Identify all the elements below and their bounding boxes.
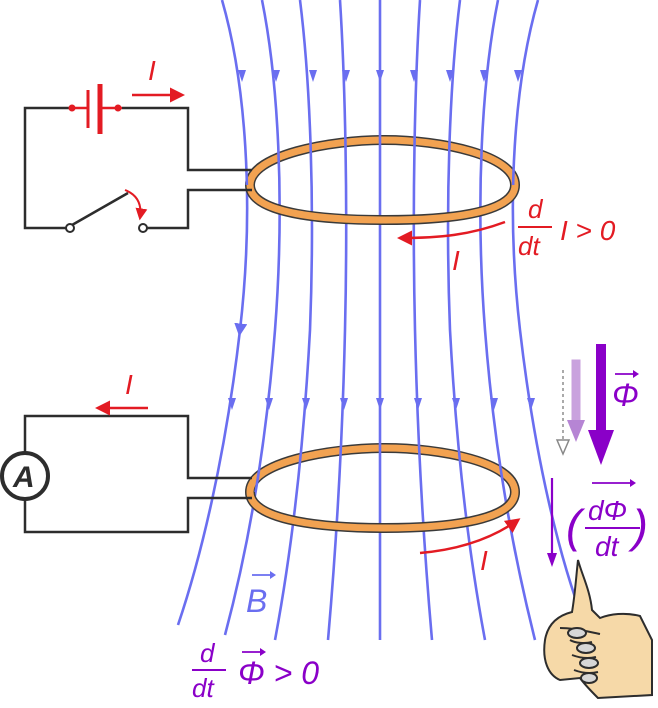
upper-coil-back (245, 134, 520, 186)
field-line-6 (412, 0, 434, 641)
field-line-8 (479, 0, 537, 641)
field-line-7 (446, 0, 487, 641)
field-vector-letter: B (246, 583, 267, 619)
switch-icon (65, 189, 148, 233)
battery-icon (68, 84, 122, 134)
bottom-rate-rest: Φ > 0 (238, 655, 319, 691)
flux-rate-label: ( ) dΦ dt (547, 478, 648, 567)
flux-rate-open-paren: ( (566, 500, 586, 552)
bottom-rate-den: dt (192, 673, 215, 703)
ammeter-icon: A (0, 451, 50, 501)
primary-rate-num: d (528, 194, 544, 224)
primary-coil-current-arrow (397, 220, 506, 246)
field-line-2 (223, 0, 281, 636)
field-lines (176, 0, 587, 641)
flux-rate-den: dt (595, 531, 620, 562)
upper-coil-front-fill (246, 184, 519, 224)
field-vector-label: B (246, 571, 276, 619)
field-line-9 (511, 0, 587, 626)
primary-rate-den: dt (518, 231, 541, 261)
field-line-1 (176, 0, 249, 626)
field-arrowheads (228, 70, 535, 410)
flux-rate-close-paren: ) (628, 500, 648, 552)
secondary-coil-current-label: I (480, 545, 488, 576)
secondary-coil-current-arrow (419, 518, 521, 555)
lower-coil-back-fill (246, 444, 519, 493)
bottom-rate-num: d (200, 638, 216, 668)
primary-coil-current-label: I (452, 245, 460, 276)
flux-arrows: Φ (555, 344, 639, 465)
lower-coil-back (245, 442, 520, 493)
lower-coil-front-fill (246, 491, 519, 532)
secondary-circuit (23, 414, 252, 534)
meter-current-label: I (125, 369, 133, 400)
field-line-3 (273, 0, 314, 641)
bottom-rate-label: d dt Φ > 0 (192, 638, 319, 703)
flux-symbol-label: Φ (612, 377, 639, 413)
upper-coil-back-fill (246, 136, 519, 186)
primary-rate-label: d dt I > 0 (518, 194, 616, 261)
flux-rate-num: dΦ (588, 495, 627, 526)
field-line-4 (326, 0, 348, 641)
battery-current-label: I (148, 55, 156, 86)
ammeter-label: A (12, 461, 35, 494)
thumbs-up-hand-icon (543, 559, 653, 700)
primary-rate-rest: I > 0 (560, 215, 616, 246)
primary-circuit (23, 106, 252, 230)
